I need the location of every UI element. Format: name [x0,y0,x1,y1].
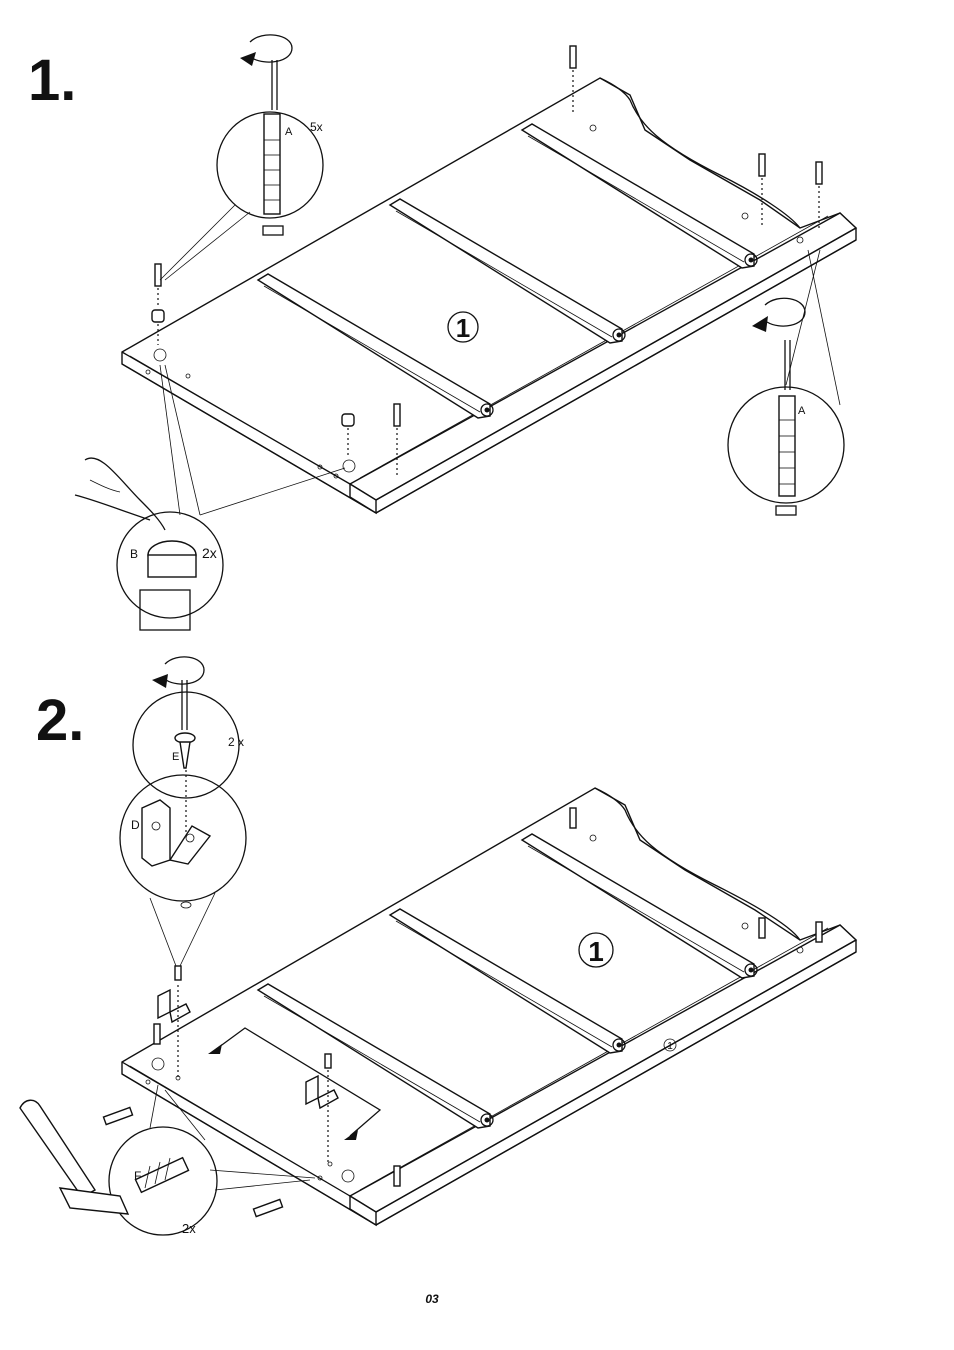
step-2-panel: 1 1 [103,788,856,1225]
dowel-icon [759,918,765,938]
step-2-number: 2. [36,688,84,753]
panel-edge-label: 1 [667,1041,673,1052]
dowel-icon [155,264,161,305]
screwdriver-icon [240,35,292,110]
page-number: 03 [425,1292,439,1306]
cam-part-label: B [130,547,138,561]
screw-part-label: E [172,751,179,763]
dowel-part-label-right: A [798,405,806,417]
wood-dowel-icon [103,1107,132,1124]
screwdriver-icon [752,298,805,390]
bracket-callout: D [120,770,246,966]
panel-1-label: 1 [456,313,470,343]
panel-1-label: 1 [588,936,604,967]
wood-dowel-quantity: 2x [182,1221,196,1236]
wood-dowel-icon [253,1199,282,1216]
step-1-number: 1. [28,48,76,113]
bracket-part-label: D [131,818,140,832]
screw-callout: E 2 x [133,657,244,798]
dowel-callout-top: A 5x [160,35,323,280]
dowel-icon [816,922,822,942]
cam-quantity: 2x [202,545,217,561]
dowel-icon [154,1024,160,1044]
dowel-icon [570,808,576,828]
dowel-quantity: 5x [310,120,323,134]
dowel-icon [394,1166,400,1186]
dowel-part-label: A [285,126,293,138]
step-1-panel: 1 [122,46,856,513]
screw-quantity: 2 x [228,735,244,749]
wood-dowel-part-label: F [134,1169,141,1183]
